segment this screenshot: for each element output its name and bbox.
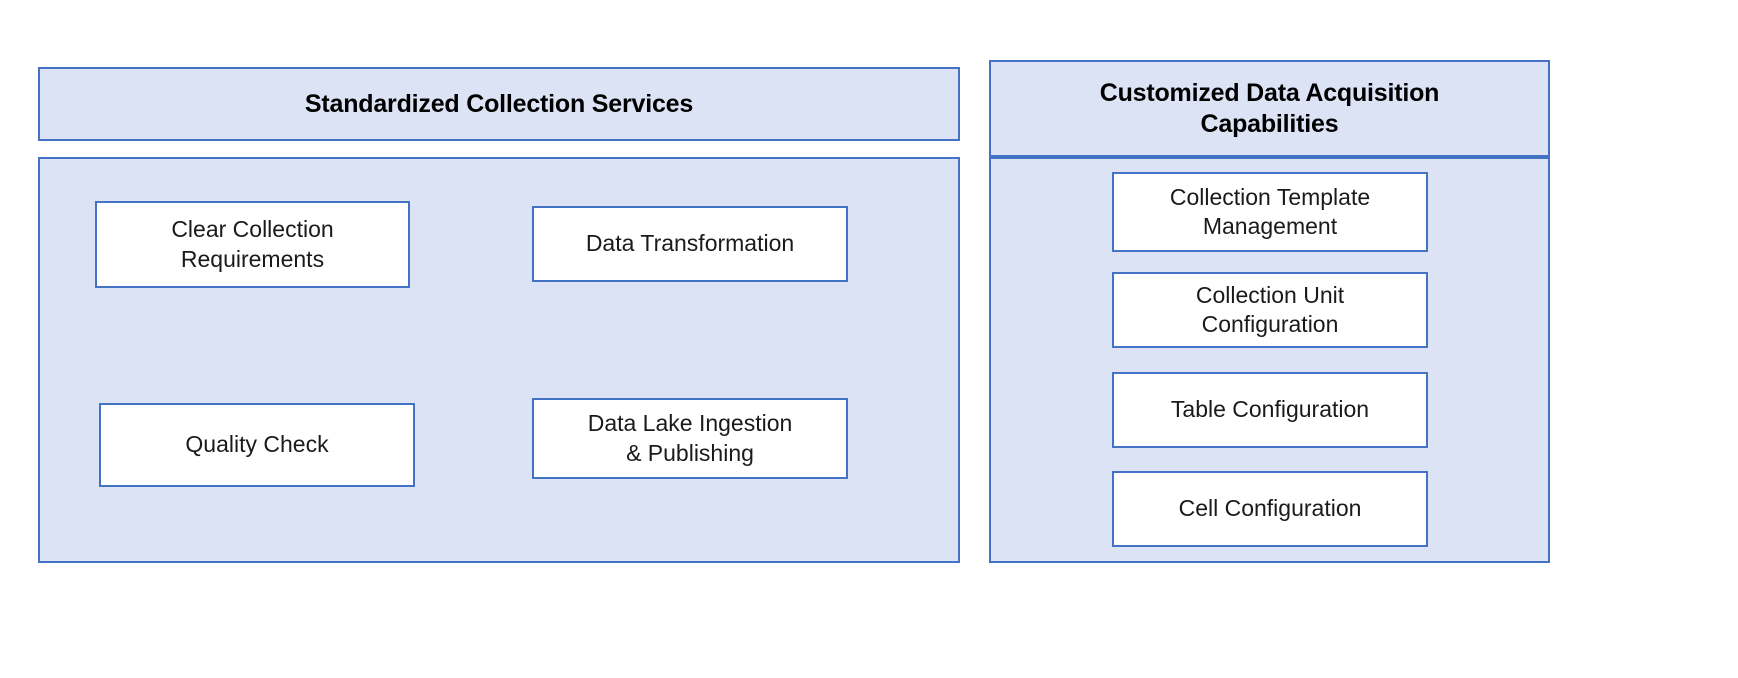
node-cell-configuration[interactable]: Cell Configuration [1112, 471, 1428, 547]
panel-title-text: Customized Data Acquisition Capabilities [1099, 79, 1440, 138]
panel-header-standardized-collection-services: Standardized Collection Services [38, 67, 960, 141]
node-collection-template-management[interactable]: Collection Template Management [1112, 172, 1428, 252]
node-label: Data Lake Ingestion & Publishing [587, 410, 793, 466]
node-quality-check[interactable]: Quality Check [99, 403, 415, 487]
node-clear-collection-requirements[interactable]: Clear Collection Requirements [95, 201, 410, 288]
node-label: Collection Template Management [1169, 183, 1371, 239]
node-table-configuration[interactable]: Table Configuration [1112, 372, 1428, 448]
panel-title-text: Standardized Collection Services [304, 89, 694, 118]
panel-header-customized-data-acquisition-capabilities: Customized Data Acquisition Capabilities [989, 60, 1550, 157]
node-label: Table Configuration [1170, 396, 1370, 423]
node-label: Cell Configuration [1178, 495, 1362, 522]
node-label: Clear Collection Requirements [171, 216, 334, 272]
node-label: Quality Check [185, 431, 329, 458]
node-data-lake-ingestion-publishing[interactable]: Data Lake Ingestion & Publishing [532, 398, 848, 479]
node-data-transformation[interactable]: Data Transformation [532, 206, 848, 282]
node-label: Collection Unit Configuration [1195, 281, 1345, 337]
node-collection-unit-configuration[interactable]: Collection Unit Configuration [1112, 272, 1428, 348]
node-label: Data Transformation [585, 230, 795, 257]
